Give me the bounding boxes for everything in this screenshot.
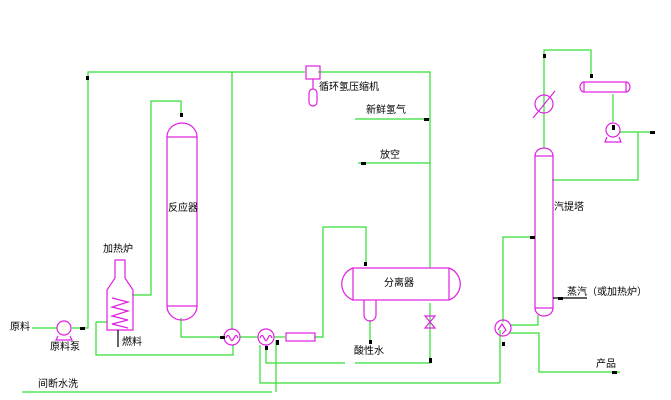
pipe-compressor-out: [318, 71, 431, 268]
pipe-stripper-feed: [502, 236, 535, 322]
pipe-stripper-top: [543, 49, 592, 148]
label-feed-pump: 原料泵: [50, 342, 80, 353]
pipe-pump-out: [72, 71, 235, 329]
label-recycle-compressor: 循环氢压缩机: [319, 82, 379, 93]
utility-lines: [80, 54, 655, 374]
valve-icon: [423, 315, 437, 329]
label-heater: 加热炉: [103, 244, 133, 255]
label-fresh-hydrogen: 新鲜氢气: [366, 105, 406, 116]
recycle-compressor-icon: [305, 65, 321, 107]
cooler-icon: [285, 332, 316, 342]
equipment: [55, 65, 631, 346]
pipe-cooler-sep: [314, 226, 367, 338]
exchanger-2-icon: [257, 328, 275, 346]
label-separator: 分离器: [384, 278, 414, 289]
label-feed: 原料: [10, 322, 30, 333]
pipe-pump-reflux: [552, 131, 655, 181]
overhead-condenser-icon: [532, 90, 556, 119]
pipe-product: [510, 332, 620, 373]
heater-icon: [106, 259, 134, 331]
separator-icon: [341, 267, 461, 322]
stripper-icon: [534, 147, 554, 317]
pipe-exch2-loop1: [265, 345, 345, 364]
label-product: 产品: [596, 359, 616, 370]
stripper-exchanger-icon: [494, 319, 512, 337]
pipe-reactor-bottom: [180, 318, 222, 338]
pipe-exch1-return: [95, 321, 234, 356]
label-intermittent-wash: 间断水洗: [38, 379, 78, 390]
label-vent: 放空: [380, 150, 400, 161]
pipe-stripper-bottom: [510, 315, 539, 326]
feed-pump-icon: [55, 320, 73, 341]
label-stripper: 汽提塔: [554, 202, 584, 213]
label-steam: 蒸汽（或加热炉）: [567, 287, 647, 298]
reactor-icon: [166, 122, 198, 321]
label-reactor: 反应器: [168, 203, 198, 214]
reflux-pump-icon: [604, 122, 622, 143]
pipe-exch2-loop2: [259, 345, 500, 384]
label-sour-water: 酸性水: [354, 346, 384, 357]
pipes: [22, 49, 655, 393]
reflux-drum-icon: [579, 81, 631, 93]
pipe-heater-out: [132, 100, 182, 296]
label-fuel: 燃料: [122, 337, 142, 348]
